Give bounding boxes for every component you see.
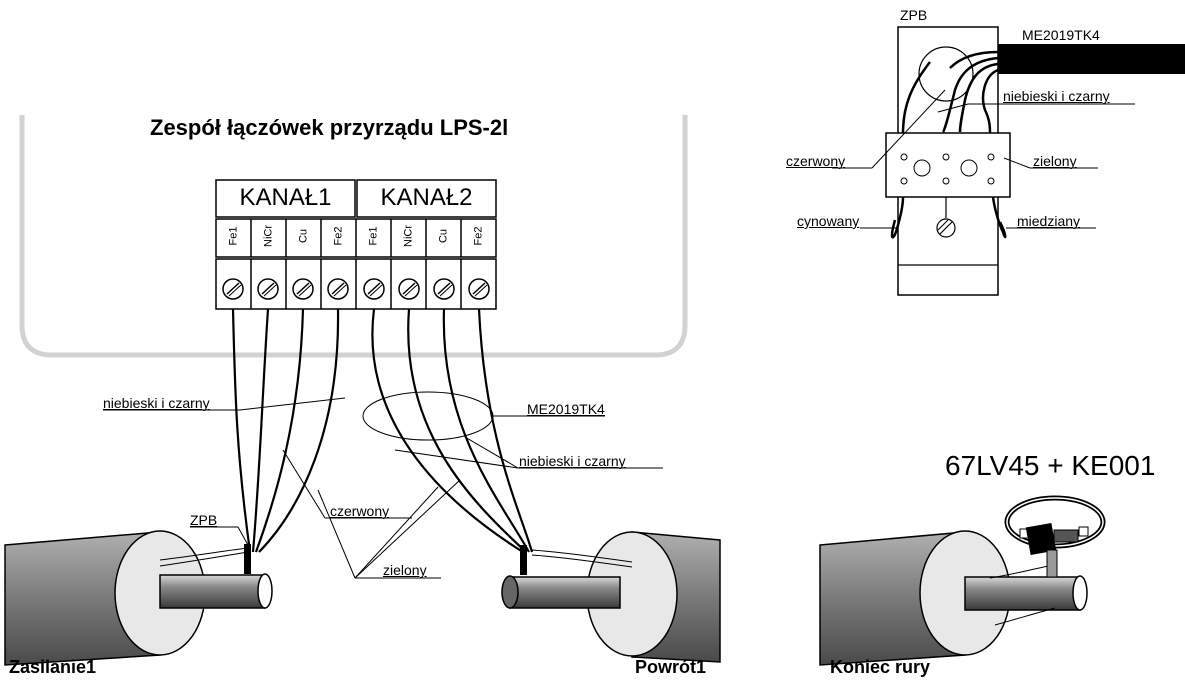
terminal-label: Fe2: [472, 226, 485, 246]
label-blue-black-right: niebieski i czarny: [519, 453, 626, 469]
terminal-label: NiCr: [262, 225, 275, 247]
pipe-label-return: Powrót1: [635, 657, 707, 677]
terminal-label: Fe1: [367, 226, 380, 246]
channel-1-header: KANAŁ1: [239, 184, 332, 211]
terminal-label: Cu: [437, 228, 450, 244]
label-cable-id: ME2019TK4: [527, 401, 605, 417]
pipe-label-supply: Zasilanie1: [9, 657, 97, 677]
wires-channel-1: [231, 308, 340, 553]
diagram-title: Zespół łączówek przyrządu LPS-2l: [150, 115, 509, 140]
detail-copper: miedziany: [1017, 213, 1081, 229]
detail-green: zielony: [1033, 153, 1077, 169]
label-red: czerwony: [330, 503, 390, 519]
sensor-label: 67LV45 + KE001: [945, 450, 1156, 481]
terminal-label: Fe1: [227, 226, 240, 246]
terminal-label: Cu: [297, 228, 310, 244]
wires-channel-2: [371, 308, 534, 553]
detail-blue-black: niebieski i czarny: [1003, 88, 1110, 104]
terminal-label: NiCr: [402, 225, 415, 247]
terminal-label: Fe2: [332, 226, 345, 246]
pipe-return: [501, 531, 721, 663]
label-green: zielony: [383, 562, 427, 578]
detail-cable: ME2019TK4: [1022, 27, 1100, 43]
detail-title: ZPB: [900, 7, 928, 23]
device-frame: [19, 115, 688, 358]
detail-red: czerwony: [786, 153, 846, 169]
leader-lines: [103, 397, 663, 579]
detail-tinned: cynowany: [797, 213, 860, 229]
channel-2-header: KANAŁ2: [380, 184, 473, 211]
pipe-supply: [4, 530, 273, 666]
label-zpb: ZPB: [190, 512, 218, 528]
label-blue-black-left: niebieski i czarny: [103, 395, 210, 411]
zpb-detail: [832, 26, 1185, 296]
pipe-end: [819, 530, 1088, 666]
cable-ellipse: [362, 391, 494, 441]
pipe-label-end: Koniec rury: [830, 657, 931, 677]
sensor-67lv45: [1004, 495, 1106, 578]
